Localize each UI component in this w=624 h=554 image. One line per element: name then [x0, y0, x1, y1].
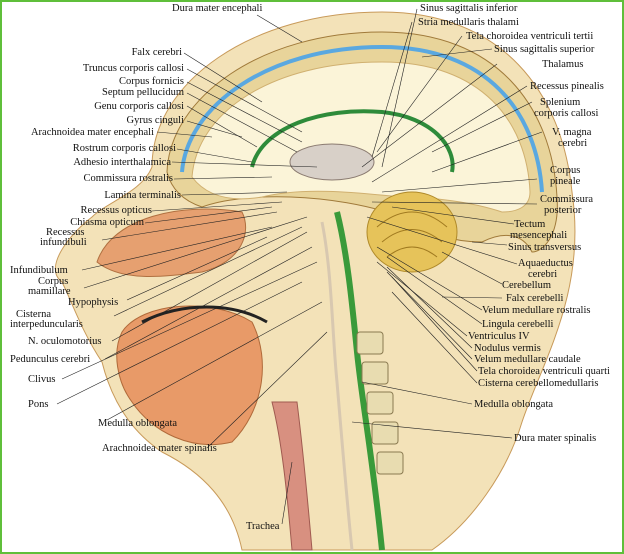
label-rostrum-corporis-callosi: Rostrum corporis callosi [72, 143, 176, 154]
label-arachnoidea-mater-spinalis: Arachnoidea mater spinalis [102, 443, 217, 454]
label-splenium-line2: corporis callosi [534, 108, 599, 119]
label-infundibulum: Infundibulum [10, 265, 68, 276]
label-aquaeductus-line1: Aquaeductus [518, 258, 573, 269]
label-dura-mater-encephali: Dura mater encephali [172, 3, 263, 14]
label-v-magna-line1: V. magna [552, 127, 592, 138]
label-recessus-pinealis: Recessus pinealis [530, 81, 604, 92]
nasal-cavity [96, 208, 247, 277]
thalamus-shape [289, 143, 375, 181]
label-arachnoidea-mater-encephali: Arachnoidea mater encephali [30, 127, 154, 138]
label-lamina-terminalis: Lamina terminalis [104, 190, 181, 201]
label-sinus-transversus: Sinus transversus [508, 242, 582, 253]
label-v-magna-line2: cerebri [558, 138, 588, 149]
label-lingula-cerebelli: Lingula cerebelli [482, 319, 554, 330]
label-pedunculus-cerebri: Pedunculus cerebri [10, 354, 91, 365]
label-commissura-rostralis: Commissura rostralis [83, 173, 173, 184]
label-tela-choroidea-ventriculi-tertii: Tela choroidea ventriculi tertii [466, 31, 594, 42]
label-tela-choroidea-ventriculi-quarti: Tela choroidea ventriculi quarti [478, 366, 610, 377]
label-chiasma-opticum: Chiasma opticum [70, 217, 144, 228]
label-n-oculomotorius: N. oculomotorius [28, 336, 102, 347]
label-corpus-pineale-line2: pineale [550, 176, 581, 187]
label-cisterna-interpeduncularis-line1: Cisterna [16, 309, 51, 320]
label-thalamus: Thalamus [542, 59, 584, 70]
palate-line [141, 305, 268, 324]
vertebral-column [356, 331, 404, 475]
label-commissura-posterior-line1: Commissura [540, 194, 594, 205]
label-nodulus-vermis: Nodulus vermis [474, 343, 541, 354]
label-splenium-line1: Splenium [540, 97, 581, 108]
label-medulla-oblongata-left: Medulla oblongata [98, 418, 178, 429]
label-corpus-mamillare-line2: mamillare [28, 286, 71, 297]
label-corpus-fornicis: Corpus fornicis [118, 76, 184, 87]
label-corpus-pineale-line1: Corpus [550, 165, 581, 176]
label-cisterna-interpeduncularis-line2: interpeduncularis [10, 319, 83, 330]
label-falx-cerebelli: Falx cerebelli [506, 293, 564, 304]
label-clivus: Clivus [28, 374, 56, 385]
label-tectum-line2: mesencephali [510, 230, 568, 241]
dura-line [180, 44, 544, 193]
label-cerebellum: Cerebellum [502, 280, 551, 291]
spinal-canal [320, 221, 354, 551]
label-recessus-infundibuli-line2: infundibuli [40, 237, 87, 248]
cerebellum-shape [366, 191, 458, 273]
label-corpus-mamillare-line1: Corpus [38, 276, 69, 287]
label-velum-medullare-rostralis: Velum medullare rostralis [482, 305, 591, 316]
leader-lines [56, 8, 543, 525]
label-sinus-sagittalis-superior: Sinus sagittalis superior [494, 44, 595, 55]
label-medulla-oblongata-right: Medulla oblongata [474, 399, 554, 410]
label-trachea: Trachea [246, 521, 280, 532]
label-genu-corporis-callosi: Genu corporis callosi [94, 101, 184, 112]
label-truncus-corporis-callosi: Truncus corporis callosi [82, 63, 184, 74]
cerebellum-folia [376, 211, 448, 258]
label-recessus-opticus: Recessus opticus [80, 205, 152, 216]
label-falx-cerebri: Falx cerebri [131, 47, 182, 58]
label-commissura-posterior-line2: posterior [544, 205, 582, 216]
label-septum-pellucidum: Septum pellucidum [102, 87, 184, 98]
trachea-tube [271, 401, 313, 551]
label-cisterna-cerebellomedullaris: Cisterna cerebellomedullaris [478, 378, 599, 389]
label-hypophysis: Hypophysis [68, 297, 119, 308]
label-ventriculus-iv: Ventriculus IV [468, 331, 530, 342]
label-recessus-infundibuli-line1: Recessus [46, 227, 85, 238]
label-velum-medullare-caudale: Velum medullare caudale [474, 354, 581, 365]
label-adhesio-interthalamica: Adhesio interthalamica [73, 157, 171, 168]
label-tectum-line1: Tectum [514, 219, 546, 230]
label-dura-mater-spinalis: Dura mater spinalis [514, 433, 597, 444]
label-aquaeductus-line2: cerebri [528, 269, 558, 280]
label-sinus-sagittalis-inferior: Sinus sagittalis inferior [420, 3, 518, 14]
label-pons: Pons [28, 399, 49, 410]
brain-cerebrum [191, 61, 531, 213]
label-gyrus-cinguli: Gyrus cinguli [126, 115, 184, 126]
brainstem-spinal-cord [334, 211, 385, 551]
label-stria-medullaris-thalami: Stria medullaris thalami [418, 17, 519, 28]
